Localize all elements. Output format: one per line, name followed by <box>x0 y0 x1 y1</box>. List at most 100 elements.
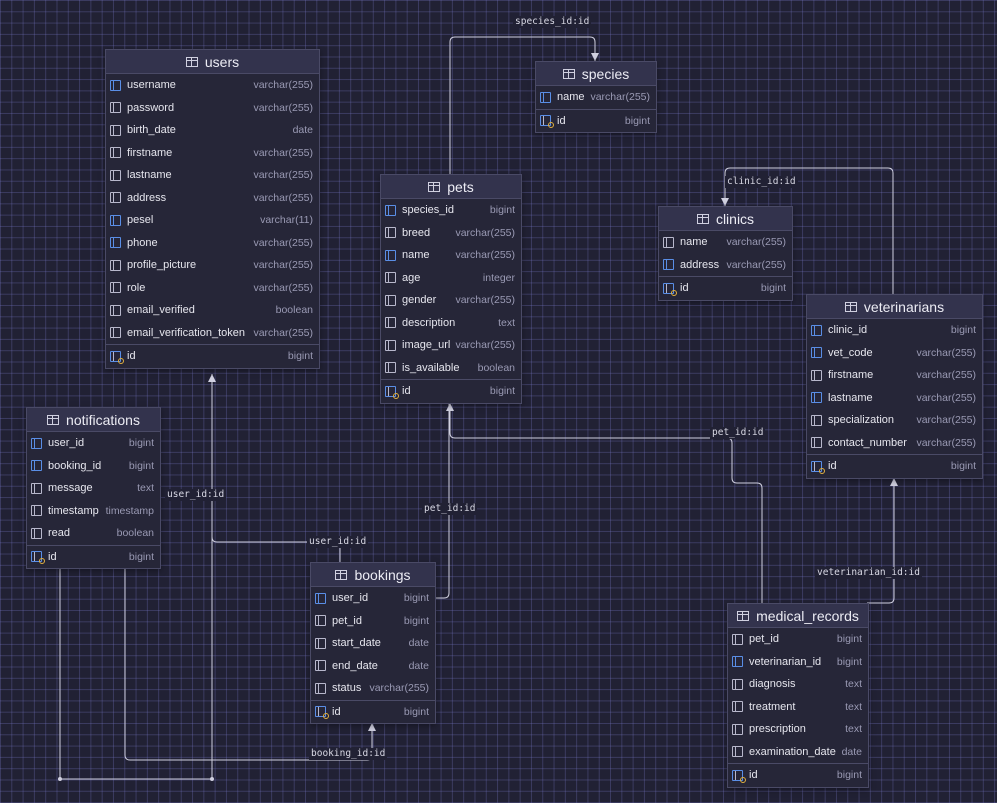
column-type: boolean <box>275 304 313 317</box>
column-name: firstname <box>127 146 173 159</box>
table-header[interactable]: users <box>106 50 319 74</box>
column-icon <box>110 304 121 316</box>
column-name: lastname <box>828 391 873 404</box>
column-name: id <box>127 350 136 363</box>
column-type: date <box>292 124 313 137</box>
relation-line-extra-notifications[interactable] <box>59 568 212 780</box>
column-name: breed <box>402 226 431 239</box>
column-type: text <box>845 678 862 691</box>
column-icon <box>811 437 822 449</box>
column-row[interactable]: diagnosis text <box>728 673 868 696</box>
column-name: lastname <box>127 169 172 182</box>
table-header[interactable]: species <box>536 62 656 86</box>
column-type: bigint <box>836 655 862 668</box>
column-icon <box>110 282 121 294</box>
relation-line-vets-medical[interactable] <box>867 478 895 604</box>
table-header[interactable]: medical_records <box>728 604 868 628</box>
column-type: varchar(255) <box>916 436 976 449</box>
primary-key-row[interactable]: id bigint <box>106 344 319 368</box>
table-header[interactable]: notifications <box>27 408 160 432</box>
column-name: timestamp <box>48 504 99 517</box>
primary-key-icon <box>385 385 399 399</box>
relation-line-pets-bookings[interactable] <box>434 403 450 599</box>
table-title: pets <box>447 178 474 195</box>
column-icon <box>31 505 42 517</box>
column-name: diagnosis <box>749 678 796 691</box>
column-type: integer <box>482 271 515 284</box>
table-header[interactable]: clinics <box>659 207 792 231</box>
table-header[interactable]: veterinarians <box>807 295 982 319</box>
column-name: read <box>48 527 71 540</box>
column-type: varchar(255) <box>916 346 976 359</box>
line-junction-dot <box>58 777 62 781</box>
column-ref-icon <box>315 592 326 604</box>
column-name: id <box>402 385 411 398</box>
table-title: veterinarians <box>863 298 945 315</box>
column-type: varchar(11) <box>260 214 313 227</box>
column-type: bigint <box>287 350 313 363</box>
table-header[interactable]: pets <box>381 175 521 199</box>
table-header[interactable]: bookings <box>311 563 435 587</box>
